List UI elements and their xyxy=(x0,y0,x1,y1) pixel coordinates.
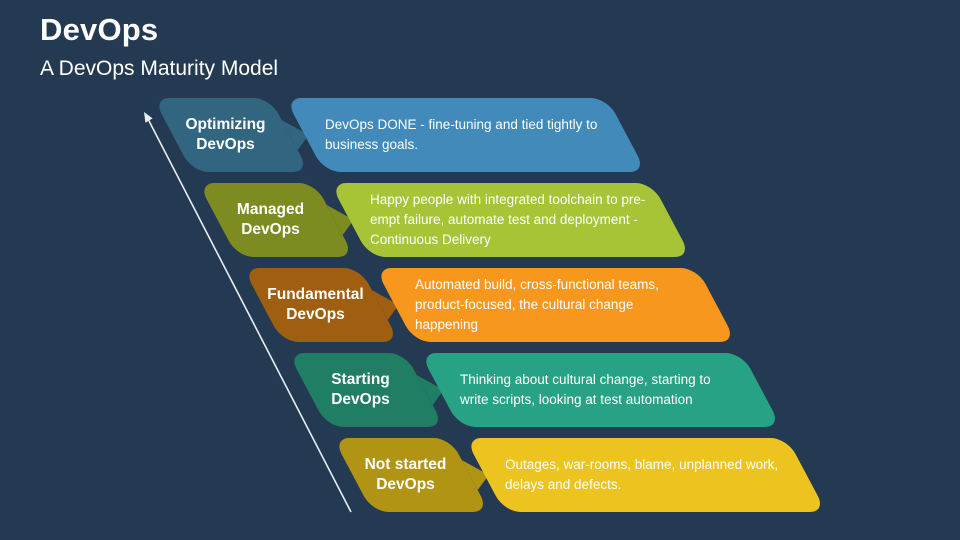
level-label: Fundamental DevOps xyxy=(267,286,364,323)
maturity-row-optimizing: Optimizing DevOps DevOps DONE - fine-tun… xyxy=(153,98,960,172)
level-description: Happy people with integrated toolchain t… xyxy=(370,192,646,247)
axis-arrowhead xyxy=(144,112,153,123)
level-description: Outages, war-rooms, blame, unplanned wor… xyxy=(505,457,779,492)
level-description: DevOps DONE - fine-tuning and tied tight… xyxy=(325,117,598,152)
level-label: Optimizing DevOps xyxy=(185,116,266,153)
maturity-row-fundamental: Fundamental DevOps Automated build, cros… xyxy=(243,268,960,342)
maturity-row-managed: Managed DevOps Happy people with integra… xyxy=(198,183,960,257)
slide-title: DevOps xyxy=(40,12,159,47)
maturity-row-starting: Starting DevOps Thinking about cultural … xyxy=(288,353,960,427)
level-label: Not started DevOps xyxy=(364,456,447,493)
level-description: Automated build, cross-functional teams,… xyxy=(415,277,659,332)
level-label: Managed DevOps xyxy=(236,201,305,238)
level-label: Starting DevOps xyxy=(331,371,390,408)
maturity-row-not-started: Not started DevOps Outages, war-rooms, b… xyxy=(333,438,960,512)
slide-subtitle: A DevOps Maturity Model xyxy=(40,57,279,80)
level-description: Thinking about cultural change, starting… xyxy=(460,372,711,407)
